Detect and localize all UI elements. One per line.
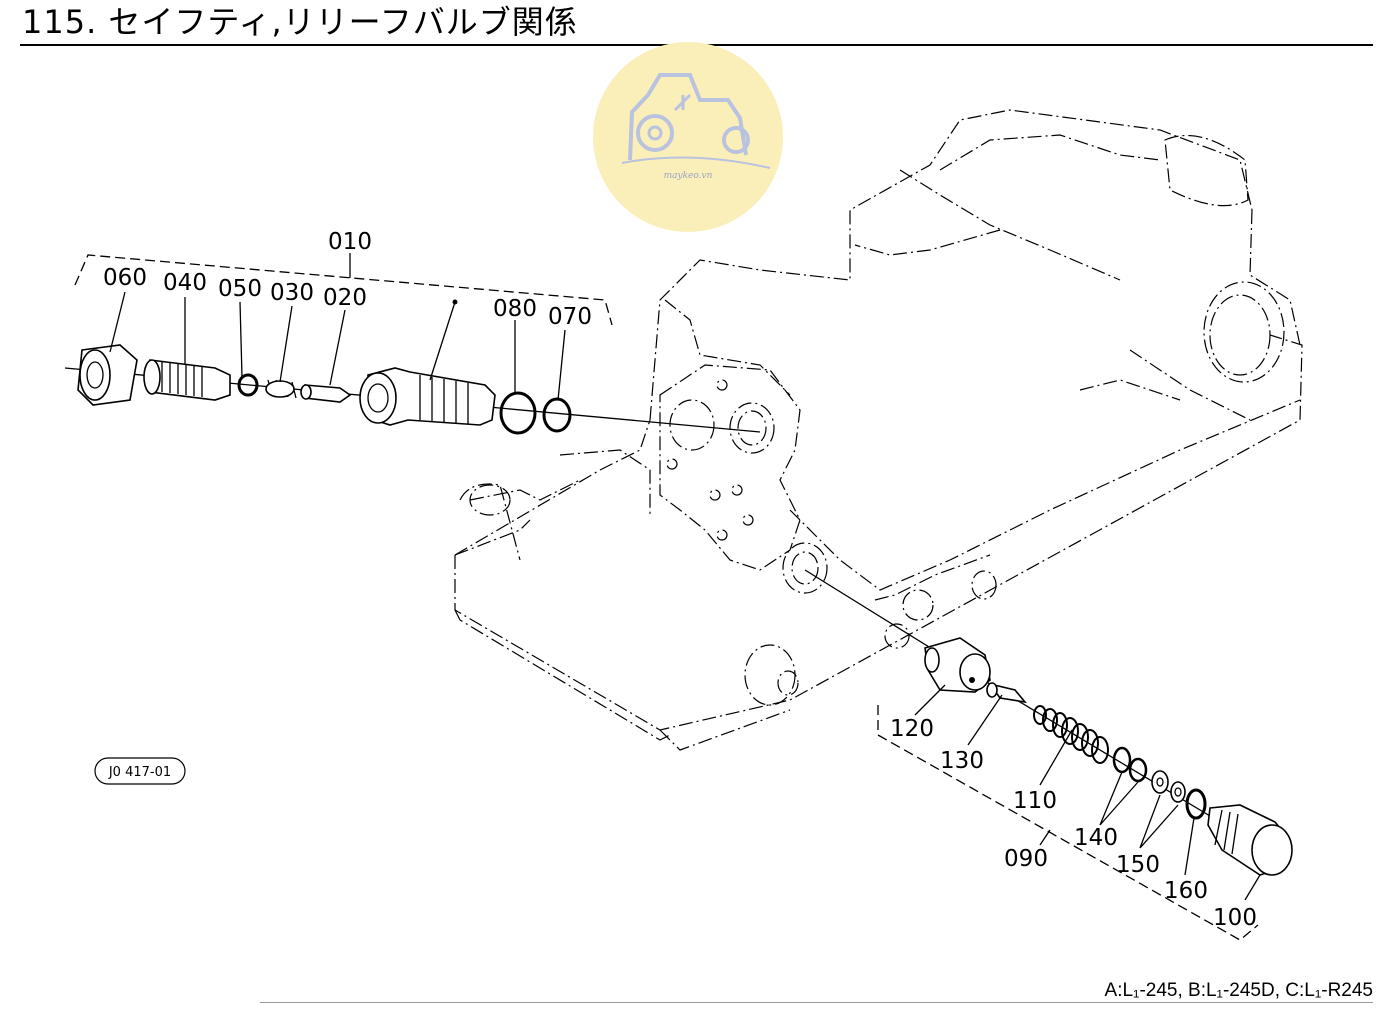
label-160: 160 (1164, 878, 1208, 904)
part-080-oring (499, 391, 537, 435)
label-070: 070 (548, 304, 592, 330)
part-110-spring (1033, 705, 1109, 764)
part-140-shim-b (1128, 757, 1148, 783)
group-bracket-090 (877, 705, 1259, 941)
part-150-washers (1151, 770, 1186, 803)
part-120-housing (924, 637, 991, 693)
group-bracket-010 (74, 254, 613, 326)
part-labels: 010 060 040 050 030 020 080 070 120 130 … (103, 229, 1257, 931)
label-080: 080 (493, 296, 537, 322)
drawing-code-text: J0 417-01 (108, 765, 171, 780)
part-030-spring (265, 379, 297, 399)
drawing-code-badge: J0 417-01 (94, 757, 186, 785)
part-130-poppet (986, 682, 1027, 704)
label-020: 020 (323, 285, 367, 311)
part-060-nut (77, 344, 138, 406)
label-060: 060 (103, 265, 147, 291)
label-120: 120 (890, 716, 934, 742)
upper-leaders (109, 291, 566, 401)
part-040-plug (143, 359, 231, 401)
label-140: 140 (1074, 825, 1118, 851)
label-010: 010 (328, 229, 372, 255)
watermark-logo: maykeo.vn (593, 42, 783, 232)
valve-housing (454, 109, 1303, 751)
part-050-oring (237, 373, 259, 397)
label-030: 030 (270, 280, 314, 306)
part-100-plug (1207, 804, 1293, 876)
part-160-oring (1185, 788, 1207, 820)
label-050: 050 (218, 276, 262, 302)
label-110: 110 (1013, 788, 1057, 814)
part-010-valve-body (359, 367, 496, 426)
flange-block (659, 364, 997, 706)
lower-leaders (914, 684, 1261, 901)
watermark-text: maykeo.vn (664, 171, 713, 181)
label-090: 090 (1004, 846, 1048, 872)
page-title: 115. セイフティ,リリーフバルブ関係 (22, 3, 578, 41)
label-150: 150 (1116, 852, 1160, 878)
label-040: 040 (163, 270, 207, 296)
part-070-backup-ring (542, 397, 572, 433)
part-020-poppet (300, 384, 352, 403)
model-applicability: A:L₁-245, B:L₁-245D, C:L₁-R245 (1104, 980, 1373, 1001)
footer-rule (260, 1002, 1373, 1003)
label-100: 100 (1213, 905, 1257, 931)
label-130: 130 (940, 748, 984, 774)
